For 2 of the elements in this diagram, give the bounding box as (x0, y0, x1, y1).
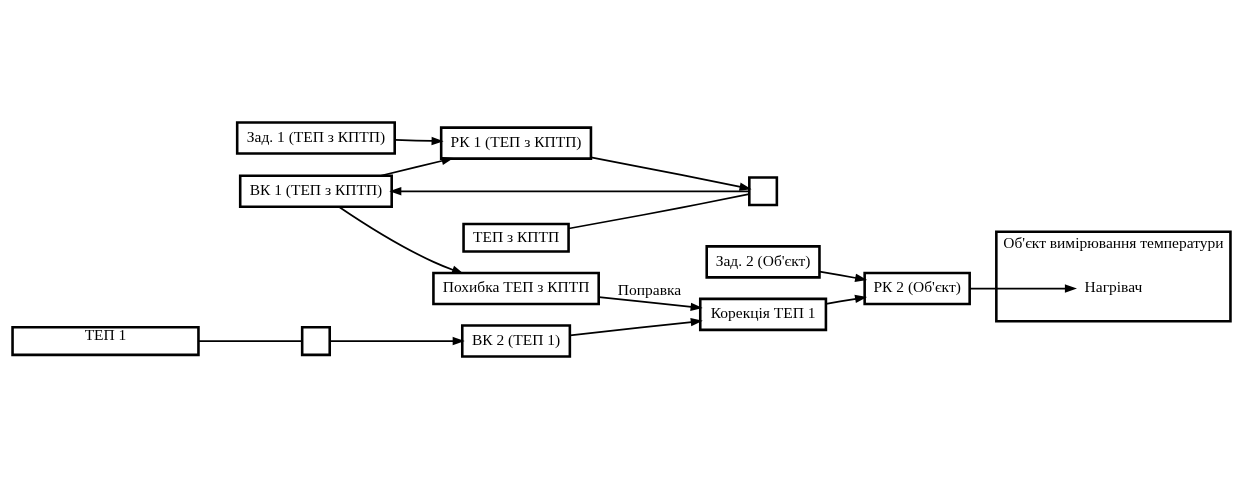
edge-label: Поправка (617, 280, 682, 298)
node-text: Нагрівач (1084, 278, 1143, 296)
